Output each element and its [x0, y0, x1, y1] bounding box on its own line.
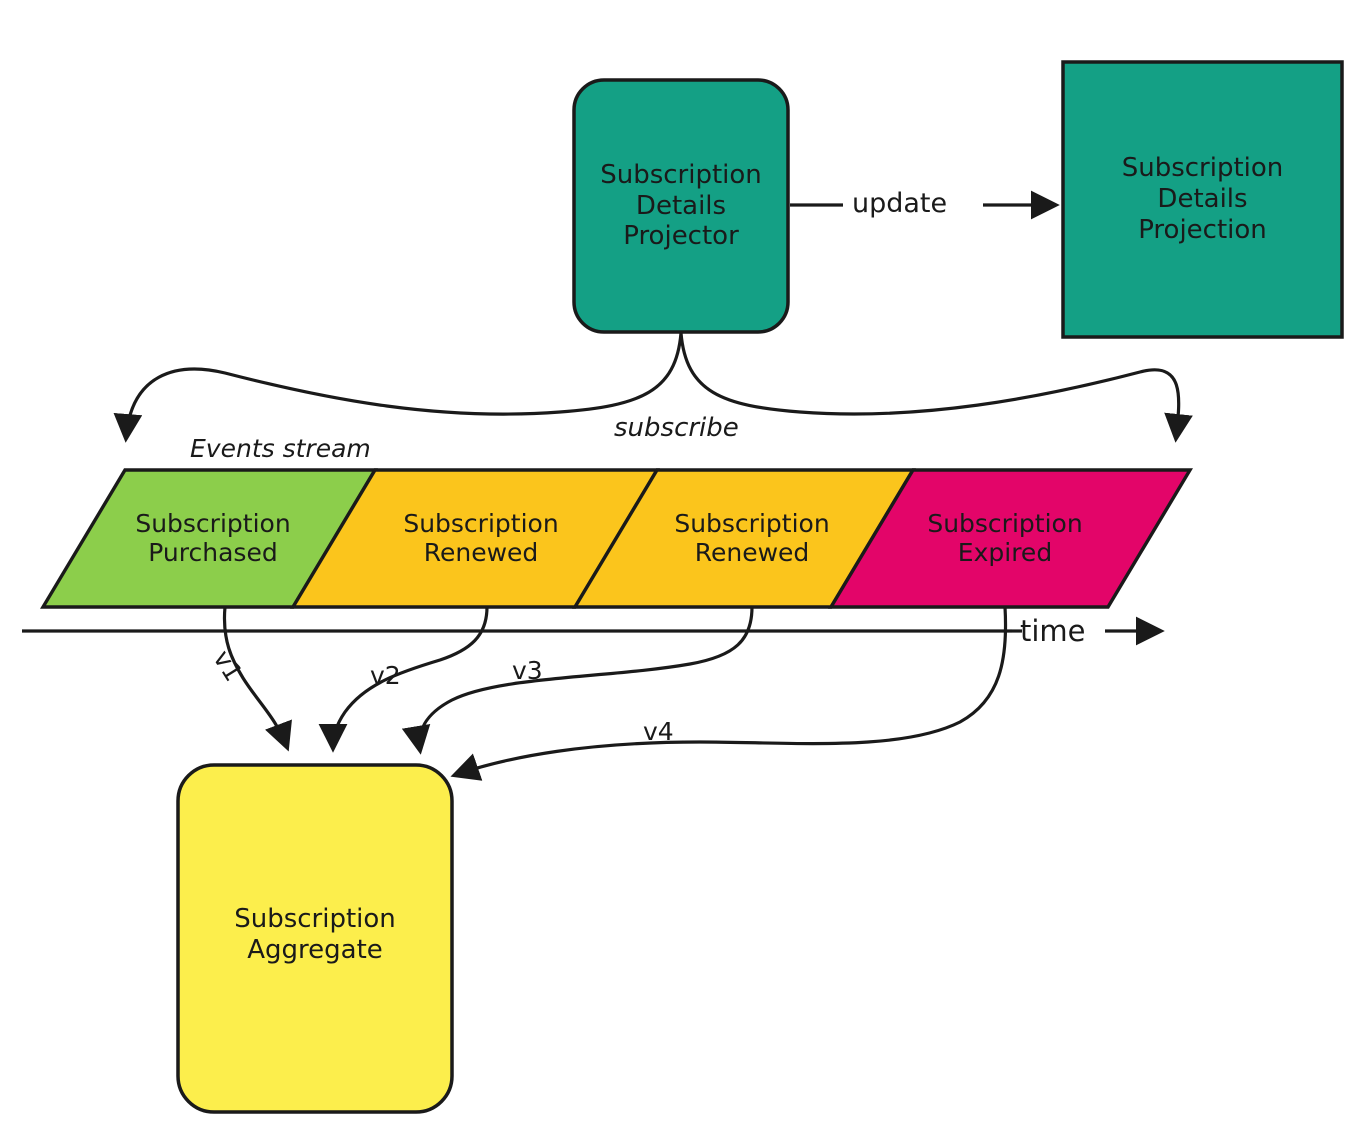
- subscription-details-projection-shape[interactable]: [1061, 60, 1344, 339]
- time-axis-label: time: [1020, 614, 1086, 648]
- update-edge-label: update: [852, 188, 948, 219]
- version-edge-v4: [450, 606, 1008, 781]
- subscribe-edge-left: [113, 332, 683, 443]
- subscribe-edge-right: [679, 332, 1193, 443]
- subscribe-edge-label: subscribe: [614, 413, 739, 443]
- version-label-v4: v4: [643, 717, 674, 746]
- version-edge-v1: [222, 606, 292, 752]
- subscription-details-projector-shape[interactable]: [572, 78, 790, 334]
- version-edge-v3: [401, 606, 754, 755]
- events-stream-caption: Events stream: [190, 434, 371, 463]
- event-segment-subscription-expired[interactable]: [828, 468, 1193, 609]
- version-label-v2: v2: [370, 661, 401, 690]
- subscription-aggregate-shape[interactable]: [176, 763, 454, 1114]
- version-label-v3: v3: [512, 656, 543, 685]
- version-edge-v2: [318, 606, 489, 753]
